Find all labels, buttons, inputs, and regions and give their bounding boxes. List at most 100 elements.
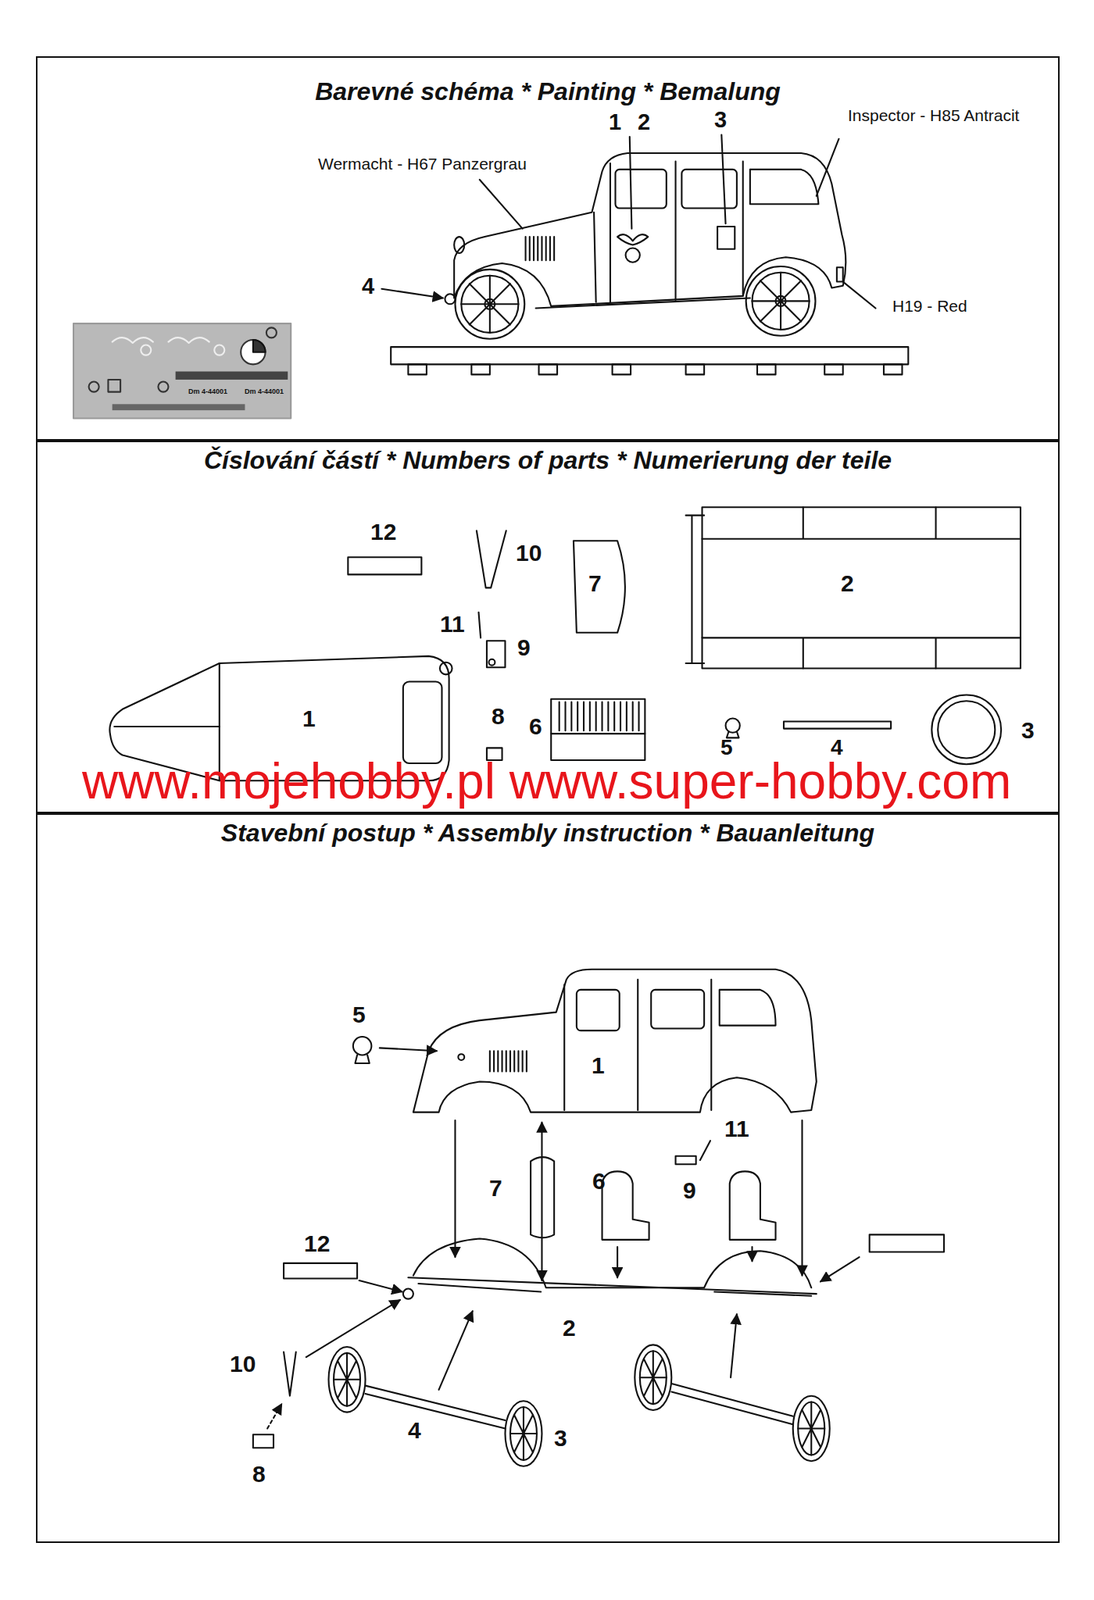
callout-number: 8 [491, 703, 505, 731]
rail-track [686, 364, 705, 375]
leader-line [479, 179, 523, 229]
assembly-drawing [639, 1351, 667, 1405]
paint-note: Inspector - H85 Antracit [847, 106, 1019, 126]
part-outline [403, 682, 443, 764]
assembly-drawing [576, 990, 620, 1031]
part-outline [109, 507, 1021, 781]
decal-sheet [253, 339, 266, 353]
callout-number: 1 [302, 705, 316, 733]
assembly-drawing [675, 1156, 697, 1165]
callout-number: 3 [1021, 717, 1035, 745]
part-outline [550, 699, 645, 761]
callout-number: 11 [724, 1115, 750, 1144]
rail-track [471, 364, 490, 375]
illustration [73, 135, 1021, 1467]
assembly-drawing [634, 1344, 672, 1411]
car-side-view [752, 272, 810, 330]
car-side-view [625, 247, 640, 262]
assembly-drawing [504, 1401, 542, 1467]
callout-number: 6 [592, 1168, 606, 1196]
paint-note: H19 - Red [892, 296, 968, 316]
assembly-drawing [407, 1277, 816, 1297]
assembly-drawing [489, 1051, 527, 1072]
assembly-arrow [540, 1122, 543, 1281]
assembly-arrow [454, 1120, 456, 1258]
leader-line [843, 282, 876, 309]
assembly-drawing [729, 1171, 776, 1241]
assembly-arrow [800, 1120, 803, 1277]
decal-sheet [157, 382, 169, 393]
assembly-arrow [306, 1300, 401, 1358]
car-side-view [593, 160, 744, 302]
assembly-arrow [750, 1247, 753, 1262]
callout-number: 7 [588, 570, 602, 598]
assembly-drawing [639, 1351, 667, 1405]
assembly-drawing [719, 990, 776, 1027]
decal-sheet [214, 345, 225, 356]
callout-number: 7 [489, 1175, 503, 1203]
part-outline [550, 702, 645, 734]
assembly-arrow [820, 1257, 860, 1282]
callout-number: 2 [840, 570, 855, 598]
assembly-arrow [439, 1311, 473, 1391]
rail-track [757, 364, 776, 375]
callout-number: 1 [591, 1052, 605, 1080]
assembly-drawing [700, 1140, 711, 1161]
callout-number: 3 [554, 1425, 568, 1453]
car-side-view [444, 153, 846, 340]
assembly-drawing [602, 1171, 650, 1241]
callout-number: 11 [439, 611, 465, 639]
part-outline [347, 557, 422, 575]
car-side-view [461, 275, 519, 333]
car-side-view [444, 293, 455, 304]
section-panel: Stavební postup * Assembly instruction *… [35, 813, 1060, 1544]
car-side-view [536, 297, 751, 308]
assembly-drawing [797, 1402, 825, 1456]
leader-line [816, 139, 840, 197]
part-outline [573, 540, 626, 633]
paint-note: Wermacht - H67 Panzergrau [318, 154, 527, 174]
car-side-view [717, 226, 735, 250]
assembly-arrow [359, 1280, 403, 1292]
car-side-view [454, 236, 465, 254]
part-outline [479, 612, 482, 639]
assembly-drawing [365, 1386, 506, 1430]
car-side-view [752, 272, 810, 330]
callout-number: 5 [352, 1001, 366, 1030]
rail-track [390, 346, 909, 375]
rail-track [824, 364, 844, 375]
assembly-drawing [457, 1054, 465, 1061]
car-side-view [461, 275, 519, 333]
section-heading: Stavební postup * Assembly instruction *… [37, 818, 1059, 848]
assembly-arrow [379, 1047, 437, 1052]
assembly-drawing [650, 990, 705, 1030]
assembly-drawing [328, 1347, 366, 1413]
decal-sheet [175, 371, 289, 379]
assembly-drawing [793, 1396, 830, 1463]
assembly-drawing [283, 1263, 358, 1280]
part-outline [114, 725, 220, 728]
decal-sheet [240, 339, 265, 365]
assembly-drawing [797, 1402, 825, 1456]
part-outline [486, 640, 506, 668]
leader-line [721, 135, 726, 225]
assembly-drawing [564, 979, 712, 1111]
rail-track [407, 364, 427, 375]
part-outline [702, 507, 1021, 669]
section-heading: Číslování částí * Numbers of parts * Num… [37, 446, 1059, 476]
car-side-view [681, 169, 737, 209]
decal-sheet [89, 382, 100, 393]
assembly-drawing [283, 1352, 297, 1397]
callout-number: 4 [407, 1417, 422, 1445]
car-side-view [617, 234, 648, 245]
car-side-view [746, 266, 816, 337]
callout-number: 10 [229, 1351, 256, 1379]
assembly-drawing [353, 1036, 372, 1056]
callout-number: 8 [252, 1461, 266, 1489]
decal-sheet [266, 327, 277, 338]
part-outline [476, 530, 507, 588]
car-side-view [525, 236, 555, 261]
rail-track [612, 364, 632, 375]
callout-number: 2 [637, 109, 651, 136]
car-side-view [615, 169, 667, 209]
